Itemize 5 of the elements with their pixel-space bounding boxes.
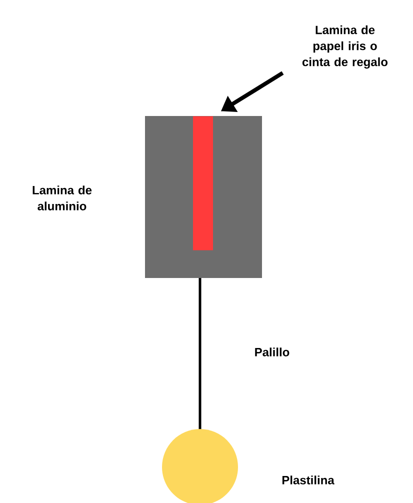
part-label: Palillo <box>255 348 290 356</box>
part-label: Lamina de aluminio <box>32 186 92 210</box>
part-label: Plastilina <box>282 476 334 484</box>
callout-text: Lamina de papel iris o cinta de regalo <box>302 25 388 69</box>
strip <box>193 116 213 250</box>
